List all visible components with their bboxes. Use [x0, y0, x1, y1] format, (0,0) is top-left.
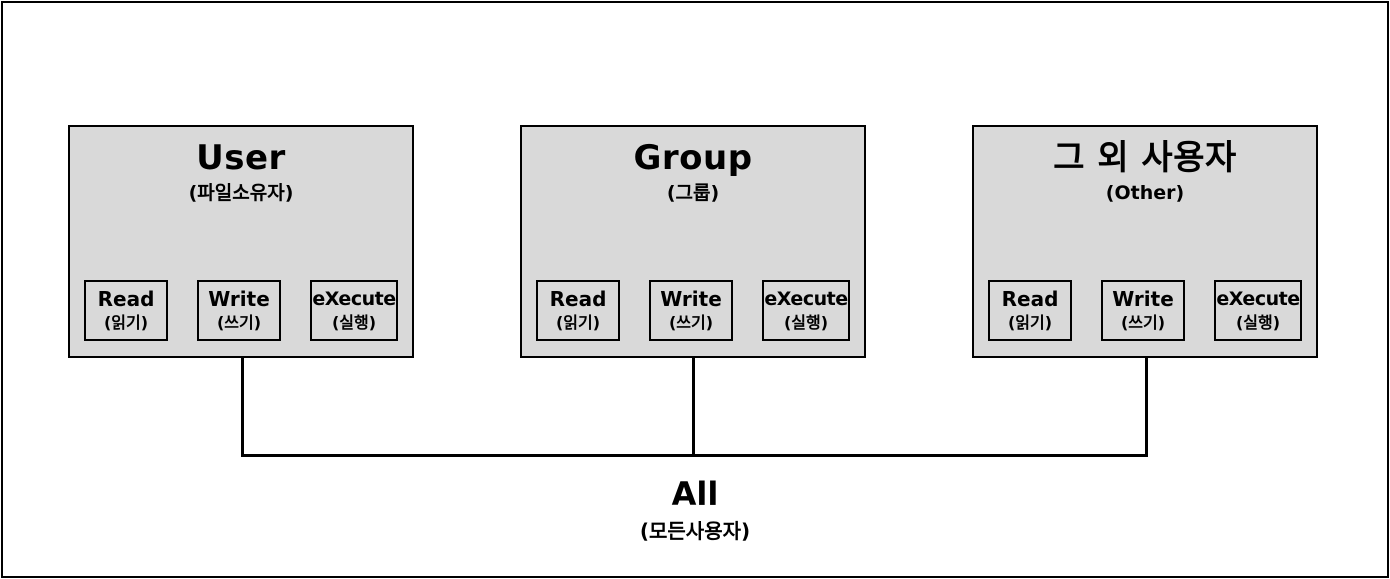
perm-write: Write (쓰기) [197, 280, 281, 341]
perm-label: Write [1112, 287, 1174, 311]
all-subtitle: (모든사용자) [639, 519, 751, 543]
perm-sub: (실행) [783, 313, 829, 332]
perm-sub: (읽기) [555, 313, 601, 332]
all-title: All [671, 475, 719, 513]
perm-sub: (실행) [331, 313, 377, 332]
group-subtitle: (파일소유자) [188, 182, 294, 204]
group-title: 그 외 사용자 [1053, 138, 1237, 178]
group-group-box: Group (그룹) Read (읽기) Write (쓰기) eXecute … [520, 125, 866, 358]
perm-sub: (쓰기) [668, 313, 714, 332]
perm-read: Read (읽기) [536, 280, 620, 341]
perm-execute: eXecute (실행) [762, 280, 850, 341]
perm-sub: (읽기) [103, 313, 149, 332]
perm-sub: (실행) [1235, 313, 1281, 332]
group-subtitle: (그룹) [666, 182, 720, 204]
group-title: User [196, 138, 286, 178]
connector-group [692, 358, 695, 457]
perm-label: eXecute [312, 288, 396, 310]
perm-execute: eXecute (실행) [310, 280, 398, 341]
perm-sub: (쓰기) [1120, 313, 1166, 332]
connector-other [1145, 358, 1148, 457]
user-group-box: User (파일소유자) Read (읽기) Write (쓰기) eXecut… [68, 125, 414, 358]
perm-read: Read (읽기) [84, 280, 168, 341]
perm-write: Write (쓰기) [1101, 280, 1185, 341]
perm-label: Write [208, 287, 270, 311]
perm-label: Read [97, 287, 155, 311]
connector-bus [241, 454, 1148, 457]
perm-label: Read [549, 287, 607, 311]
other-group-box: 그 외 사용자 (Other) Read (읽기) Write (쓰기) eXe… [972, 125, 1318, 358]
perm-sub: (읽기) [1007, 313, 1053, 332]
group-title: Group [633, 138, 753, 178]
perm-label: eXecute [1216, 288, 1300, 310]
connector-user [241, 358, 244, 457]
perm-execute: eXecute (실행) [1214, 280, 1302, 341]
perm-write: Write (쓰기) [649, 280, 733, 341]
perm-label: Write [660, 287, 722, 311]
group-subtitle: (Other) [1105, 182, 1185, 204]
perm-label: eXecute [764, 288, 848, 310]
perm-read: Read (읽기) [988, 280, 1072, 341]
perm-sub: (쓰기) [216, 313, 262, 332]
perm-label: Read [1001, 287, 1059, 311]
